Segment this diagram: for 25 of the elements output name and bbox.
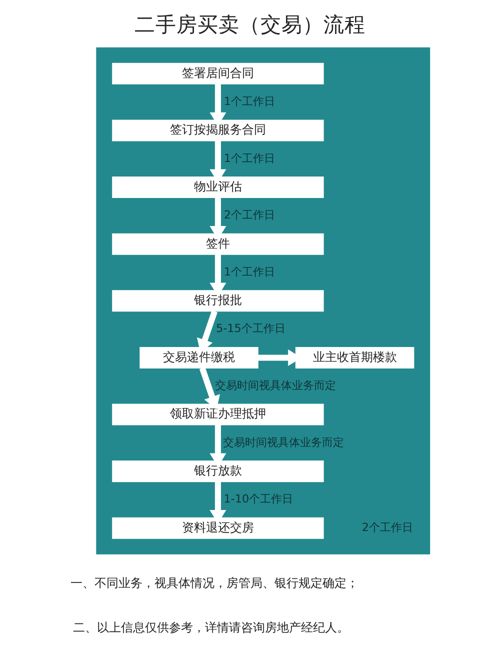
diagram-title: 二手房买卖（交易）流程	[134, 12, 366, 37]
node-box: 银行报批	[112, 290, 324, 312]
node-box: 业主收首期楼款	[295, 346, 414, 368]
edge-label: 1个工作日	[224, 95, 275, 108]
label: 二、以上信息仅供参考，详情请咨询房地产经纪人。	[72, 620, 349, 635]
edge-label: 1个工作日	[224, 265, 275, 278]
node-box: 银行放款	[112, 460, 324, 482]
edge-label: 1个工作日	[224, 152, 275, 165]
cluster	[96, 47, 430, 554]
node-box: 资料退还交房	[112, 517, 324, 539]
label: 一、不同业务，视具体情况，房管局、银行规定确定；	[70, 576, 358, 590]
node-box: 交易递件缴税	[140, 346, 258, 368]
edge-label: 1-10个工作日	[224, 492, 294, 506]
node-box: 签件	[112, 233, 324, 255]
node-box: 物业评估	[112, 176, 324, 198]
edge-label: 交易时间视具体业务而定	[215, 379, 336, 392]
edge-label: 5-15个工作日	[216, 322, 286, 336]
node-box: 领取新证办理抵押	[112, 404, 324, 426]
node-box: 签订按揭服务合同	[112, 120, 324, 142]
arrow	[199, 367, 220, 410]
node-box: 签署居间合同	[112, 62, 324, 84]
edge-label: 2个工作日	[224, 208, 275, 222]
edge-label: 交易时间视具体业务而定	[222, 436, 344, 449]
arrow	[196, 310, 218, 353]
node-label: 2个工作日	[362, 521, 414, 534]
